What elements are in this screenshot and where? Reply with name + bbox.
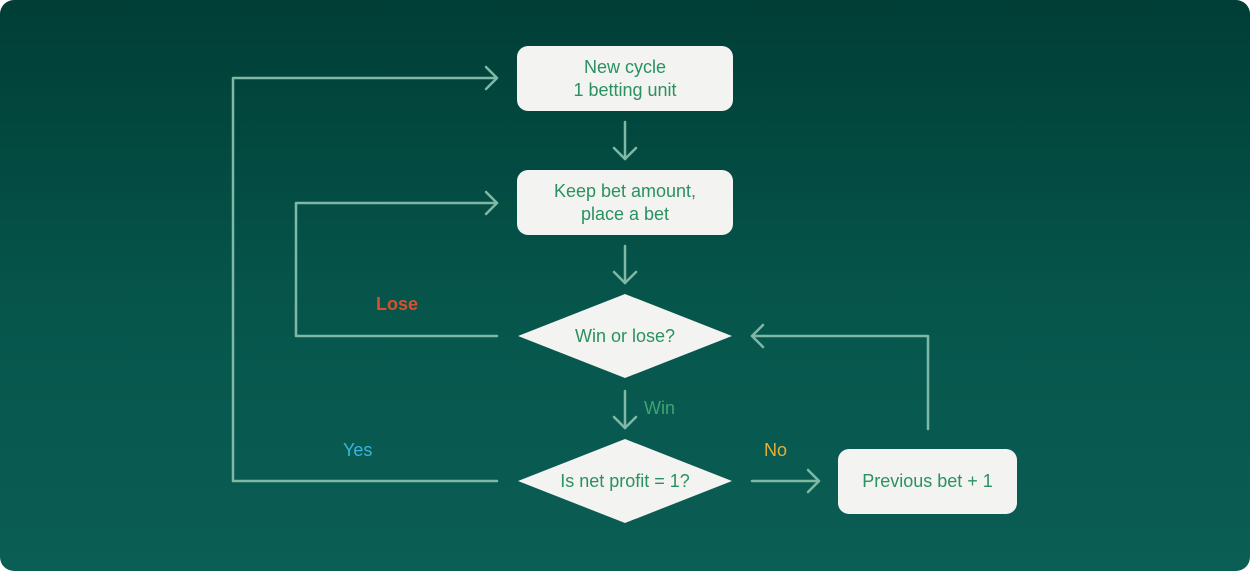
node-keep-bet-line1: Keep bet amount, bbox=[553, 180, 697, 201]
arrow-lose-loop bbox=[294, 190, 499, 338]
node-new-cycle-line1: New cycle bbox=[583, 56, 667, 77]
node-new-cycle-line2: 1 betting unit bbox=[573, 79, 677, 100]
decision-diamond-net-profit bbox=[518, 439, 732, 523]
arrow-keep-bet-to-decision bbox=[612, 244, 638, 285]
arrow-yes-loop bbox=[231, 65, 499, 483]
node-keep-bet-line2: place a bet bbox=[580, 203, 670, 224]
decision-win-or-lose-label: Win or lose? bbox=[574, 325, 676, 346]
edge-label-no: No bbox=[764, 440, 788, 460]
arrow-previous-bet-to-decision bbox=[750, 323, 930, 431]
node-keep-bet: Keep bet amount, place a bet bbox=[517, 170, 733, 235]
edge-label-lose: Lose bbox=[376, 294, 419, 314]
node-previous-bet: Previous bet + 1 bbox=[838, 449, 1017, 514]
decision-net-profit-label: Is net profit = 1? bbox=[560, 470, 690, 491]
node-previous-bet-label: Previous bet + 1 bbox=[862, 471, 993, 491]
node-new-cycle: New cycle 1 betting unit bbox=[517, 46, 733, 111]
arrow-win-to-net-profit bbox=[612, 389, 638, 430]
arrow-new-cycle-to-keep-bet bbox=[612, 120, 638, 161]
edge-label-yes: Yes bbox=[343, 440, 373, 460]
edge-label-win: Win bbox=[644, 398, 675, 418]
decision-diamond-win-or-lose bbox=[518, 294, 732, 378]
arrow-no-to-previous-bet bbox=[750, 468, 821, 494]
